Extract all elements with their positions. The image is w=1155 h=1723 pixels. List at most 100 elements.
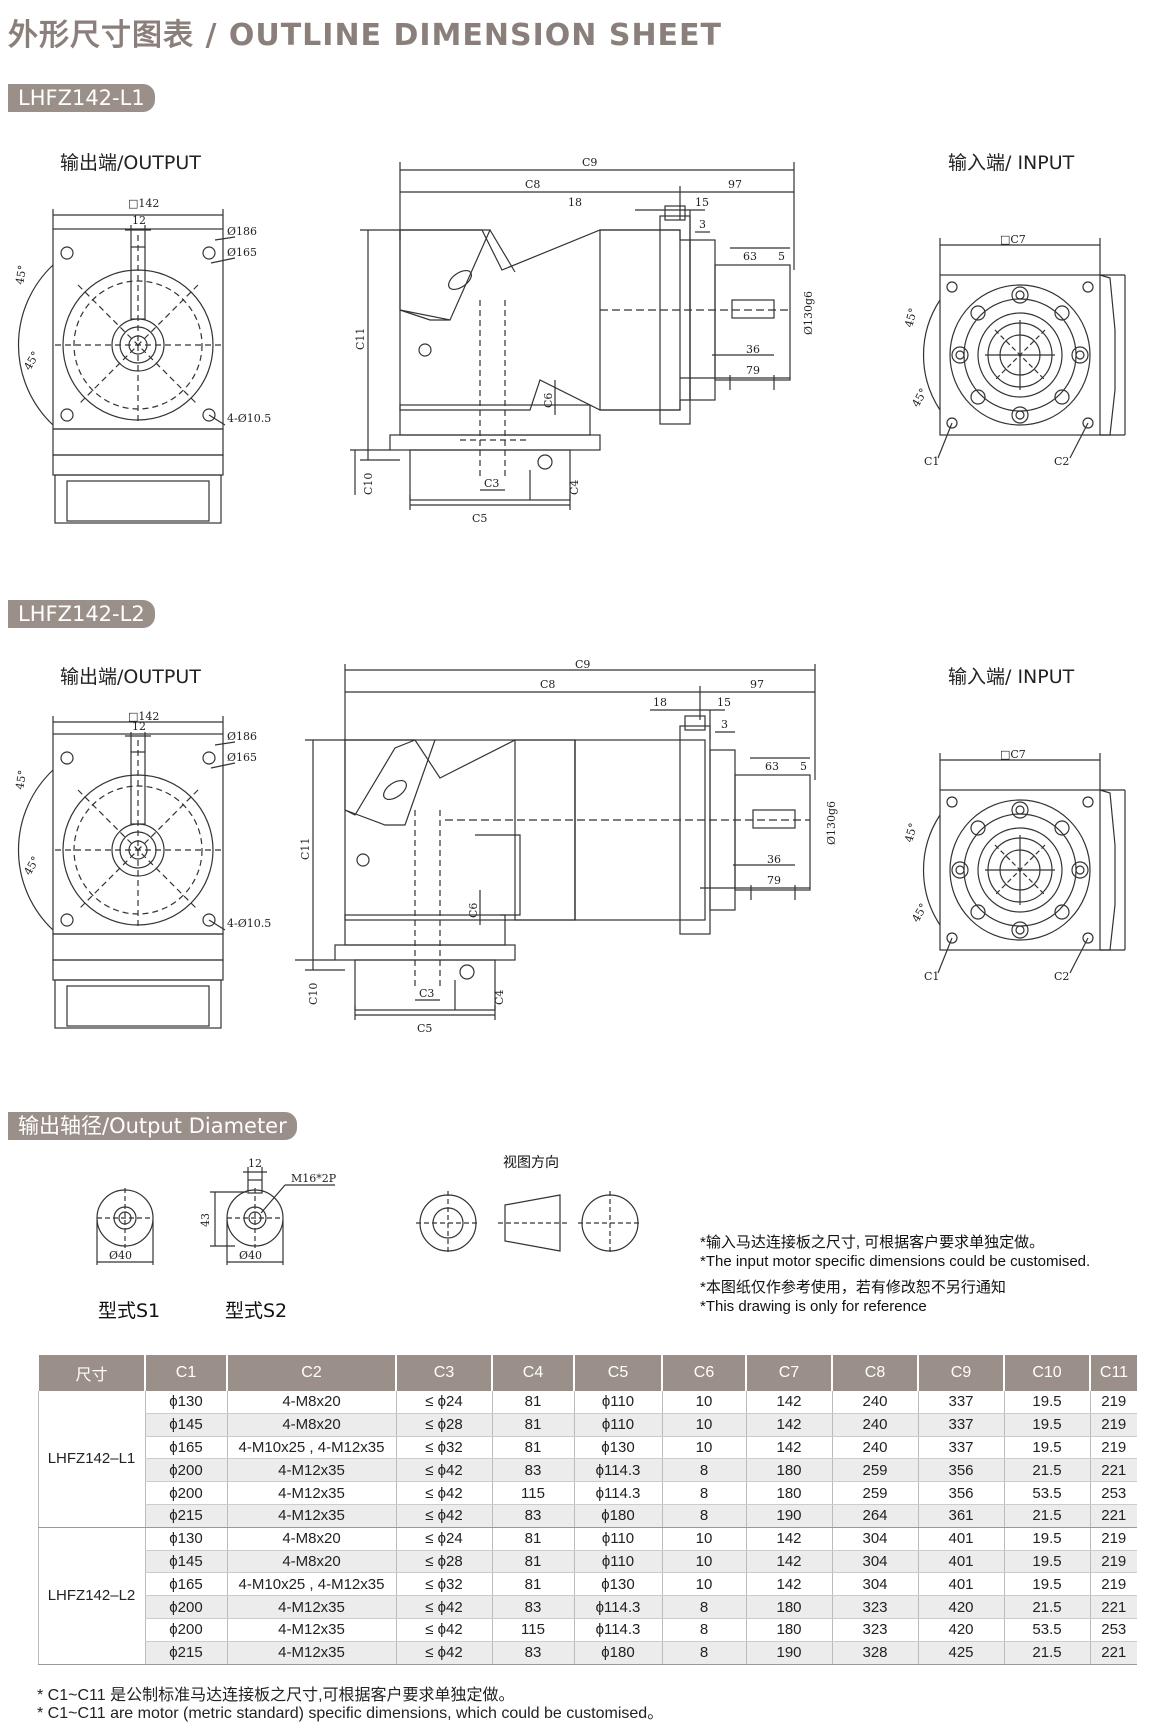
table-cell: 8 [661, 1458, 746, 1483]
table-cell: 142 [745, 1436, 832, 1460]
note-1: *输入马达连接板之尺寸, 可根据客户要求单独定做。 [700, 1234, 1045, 1251]
d165-label: Ø165 [227, 246, 257, 259]
output-view-l1: □142 12 Ø186 Ø165 4-Ø10.5 45° 45° [13, 197, 271, 524]
table-header-row: 尺寸 C1 C2 C3 C4 C5 C6 C7 C8 C9 C10 C11 [37, 1355, 1137, 1391]
table-cell: ϕ114.3 [573, 1458, 662, 1483]
section-tag-diameter: 输出轴径/Output Diameter [8, 1112, 297, 1140]
deg45-in-a-l1: 45° [902, 307, 920, 329]
c6-label-l2: C6 [467, 903, 480, 918]
table-cell: ϕ215 [144, 1641, 227, 1665]
table-cell: ϕ130 [573, 1572, 662, 1597]
d63-label-l2: 63 [765, 760, 779, 773]
d5-label-l2: 5 [800, 760, 807, 773]
table-cell: 190 [745, 1641, 832, 1665]
shaft-s1-view: Ø40 [96, 1188, 154, 1265]
table-cell: 337 [917, 1436, 1004, 1460]
table-cell: 304 [831, 1572, 918, 1597]
c8-label-l1: C8 [525, 178, 540, 191]
table-cell: ≤ ϕ42 [395, 1618, 492, 1642]
table-cell: 180 [745, 1481, 832, 1505]
input-label-l1: 输入端/ INPUT [948, 152, 1075, 174]
table-cell: 21.5 [1003, 1458, 1090, 1483]
table-cell: 240 [831, 1436, 918, 1460]
footnote-1: * C1~C11 是公制标准马达连接板之尺寸,可根据客户要求单独定做。 [37, 1687, 515, 1704]
section-tag-l2: LHFZ142-L2 [8, 600, 155, 628]
c9-label-l1: C9 [582, 156, 597, 169]
d18-label-l1: 18 [568, 196, 582, 209]
table-cell: 115 [491, 1481, 574, 1505]
input-view-l2: □C7 45° 45° C1 C2 [902, 748, 1126, 983]
table-cell: 4-M12x35 [226, 1504, 396, 1528]
output-label-l2: 输出端/OUTPUT [60, 666, 201, 688]
side-view-l2: C9 C8 97 18 15 3 63 5 Ø130g6 36 79 C11 C… [295, 658, 838, 1035]
deg45-label-a: 45° [13, 264, 29, 285]
table-cell: 420 [917, 1618, 1004, 1642]
c8-label-l2: C8 [540, 678, 555, 691]
table-cell: 81 [491, 1572, 574, 1597]
table-cell: 21.5 [1003, 1504, 1090, 1528]
group-name-cell: LHFZ142–L2 [37, 1527, 145, 1665]
table-cell: 10 [661, 1391, 746, 1414]
table-cell: 304 [831, 1527, 918, 1551]
w12-label-l2: 12 [132, 720, 146, 733]
group-name-cell: LHFZ142–L1 [37, 1391, 145, 1528]
table-cell: 8 [661, 1641, 746, 1665]
table-cell: 219 [1089, 1527, 1137, 1551]
table-cell: ϕ130 [144, 1527, 227, 1551]
table-cell: ϕ114.3 [573, 1618, 662, 1642]
header-c5: C5 [573, 1355, 662, 1391]
d40-label-s2: Ø40 [239, 1249, 262, 1262]
table-cell: ϕ145 [144, 1550, 227, 1574]
d3-label-l2: 3 [721, 718, 728, 731]
table-cell: 8 [661, 1481, 746, 1505]
table-cell: ϕ200 [144, 1458, 227, 1483]
table-cell: 219 [1089, 1413, 1137, 1437]
table-cell: ϕ165 [144, 1572, 227, 1597]
table-cell: 4-M8x20 [226, 1527, 396, 1551]
view-direction-drawing [416, 1191, 642, 1255]
d79-label-l2: 79 [767, 874, 781, 887]
table-cell: 19.5 [1003, 1391, 1090, 1414]
table-cell: 81 [491, 1527, 574, 1551]
table-cell: ϕ180 [573, 1504, 662, 1528]
header-c3: C3 [395, 1355, 492, 1391]
table-cell: 401 [917, 1550, 1004, 1574]
c10-label-l1: C10 [362, 473, 375, 495]
table-cell: 10 [661, 1436, 746, 1460]
w12-label-s2: 12 [248, 1157, 262, 1170]
table-cell: 19.5 [1003, 1436, 1090, 1460]
input-label-l2: 输入端/ INPUT [948, 666, 1075, 688]
header-c7: C7 [745, 1355, 832, 1391]
table-cell: 180 [745, 1618, 832, 1642]
table-cell: ϕ180 [573, 1641, 662, 1665]
table-cell: 180 [745, 1458, 832, 1483]
table-cell: 10 [661, 1413, 746, 1437]
table-cell: ϕ110 [573, 1391, 662, 1414]
deg45-in-b-l2: 45° [909, 901, 930, 924]
table-cell: 323 [831, 1618, 918, 1642]
d5-label-l1: 5 [778, 250, 785, 263]
table-cell: 304 [831, 1550, 918, 1574]
table-cell: 356 [917, 1481, 1004, 1505]
table-cell: 259 [831, 1481, 918, 1505]
table-cell: 4-M10x25 , 4-M12x35 [226, 1436, 396, 1460]
d186-label-l2: Ø186 [227, 730, 257, 743]
table-cell: 221 [1089, 1641, 1137, 1665]
deg45-in-b-l1: 45° [909, 386, 930, 409]
header-c10: C10 [1003, 1355, 1090, 1391]
table-cell: 10 [661, 1527, 746, 1551]
table-cell: 53.5 [1003, 1618, 1090, 1642]
w12-label: 12 [132, 214, 146, 227]
table-cell: ≤ ϕ42 [395, 1641, 492, 1665]
c7-label-l1: □C7 [1000, 233, 1026, 246]
table-cell: 264 [831, 1504, 918, 1528]
table-cell: ≤ ϕ28 [395, 1413, 492, 1437]
c1-label-l1: C1 [924, 455, 939, 468]
